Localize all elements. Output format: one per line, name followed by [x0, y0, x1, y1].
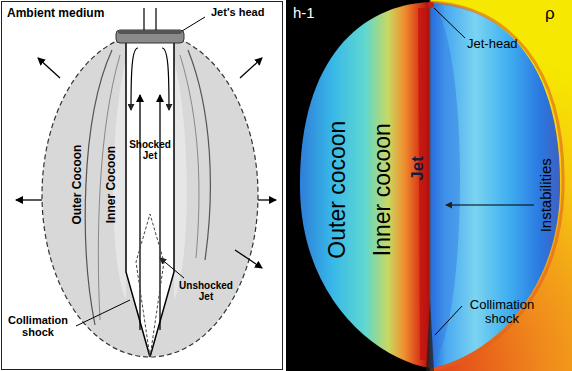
region-label: Inner Cocoon — [105, 146, 118, 223]
region-label: Shocked Jet — [127, 139, 173, 161]
part-label: Jet's head — [211, 6, 264, 18]
region-label: Ambient medium — [7, 7, 104, 20]
region-label: Unshocked Jet — [176, 280, 236, 302]
region-label: Jet — [409, 156, 428, 181]
part-label: Collimation shock — [3, 314, 73, 338]
region-label: Inner cocoon — [370, 123, 395, 256]
feature-label: Instabilities — [538, 158, 555, 232]
quantity-label: h-1 — [293, 5, 315, 22]
quantity-label: ρ — [545, 5, 555, 24]
part-label: Jet-head — [467, 37, 518, 51]
region-label: Outer cocoon — [325, 121, 350, 259]
region-label: Outer Cocoon — [71, 145, 84, 225]
part-label: Collimation shock — [459, 298, 545, 327]
